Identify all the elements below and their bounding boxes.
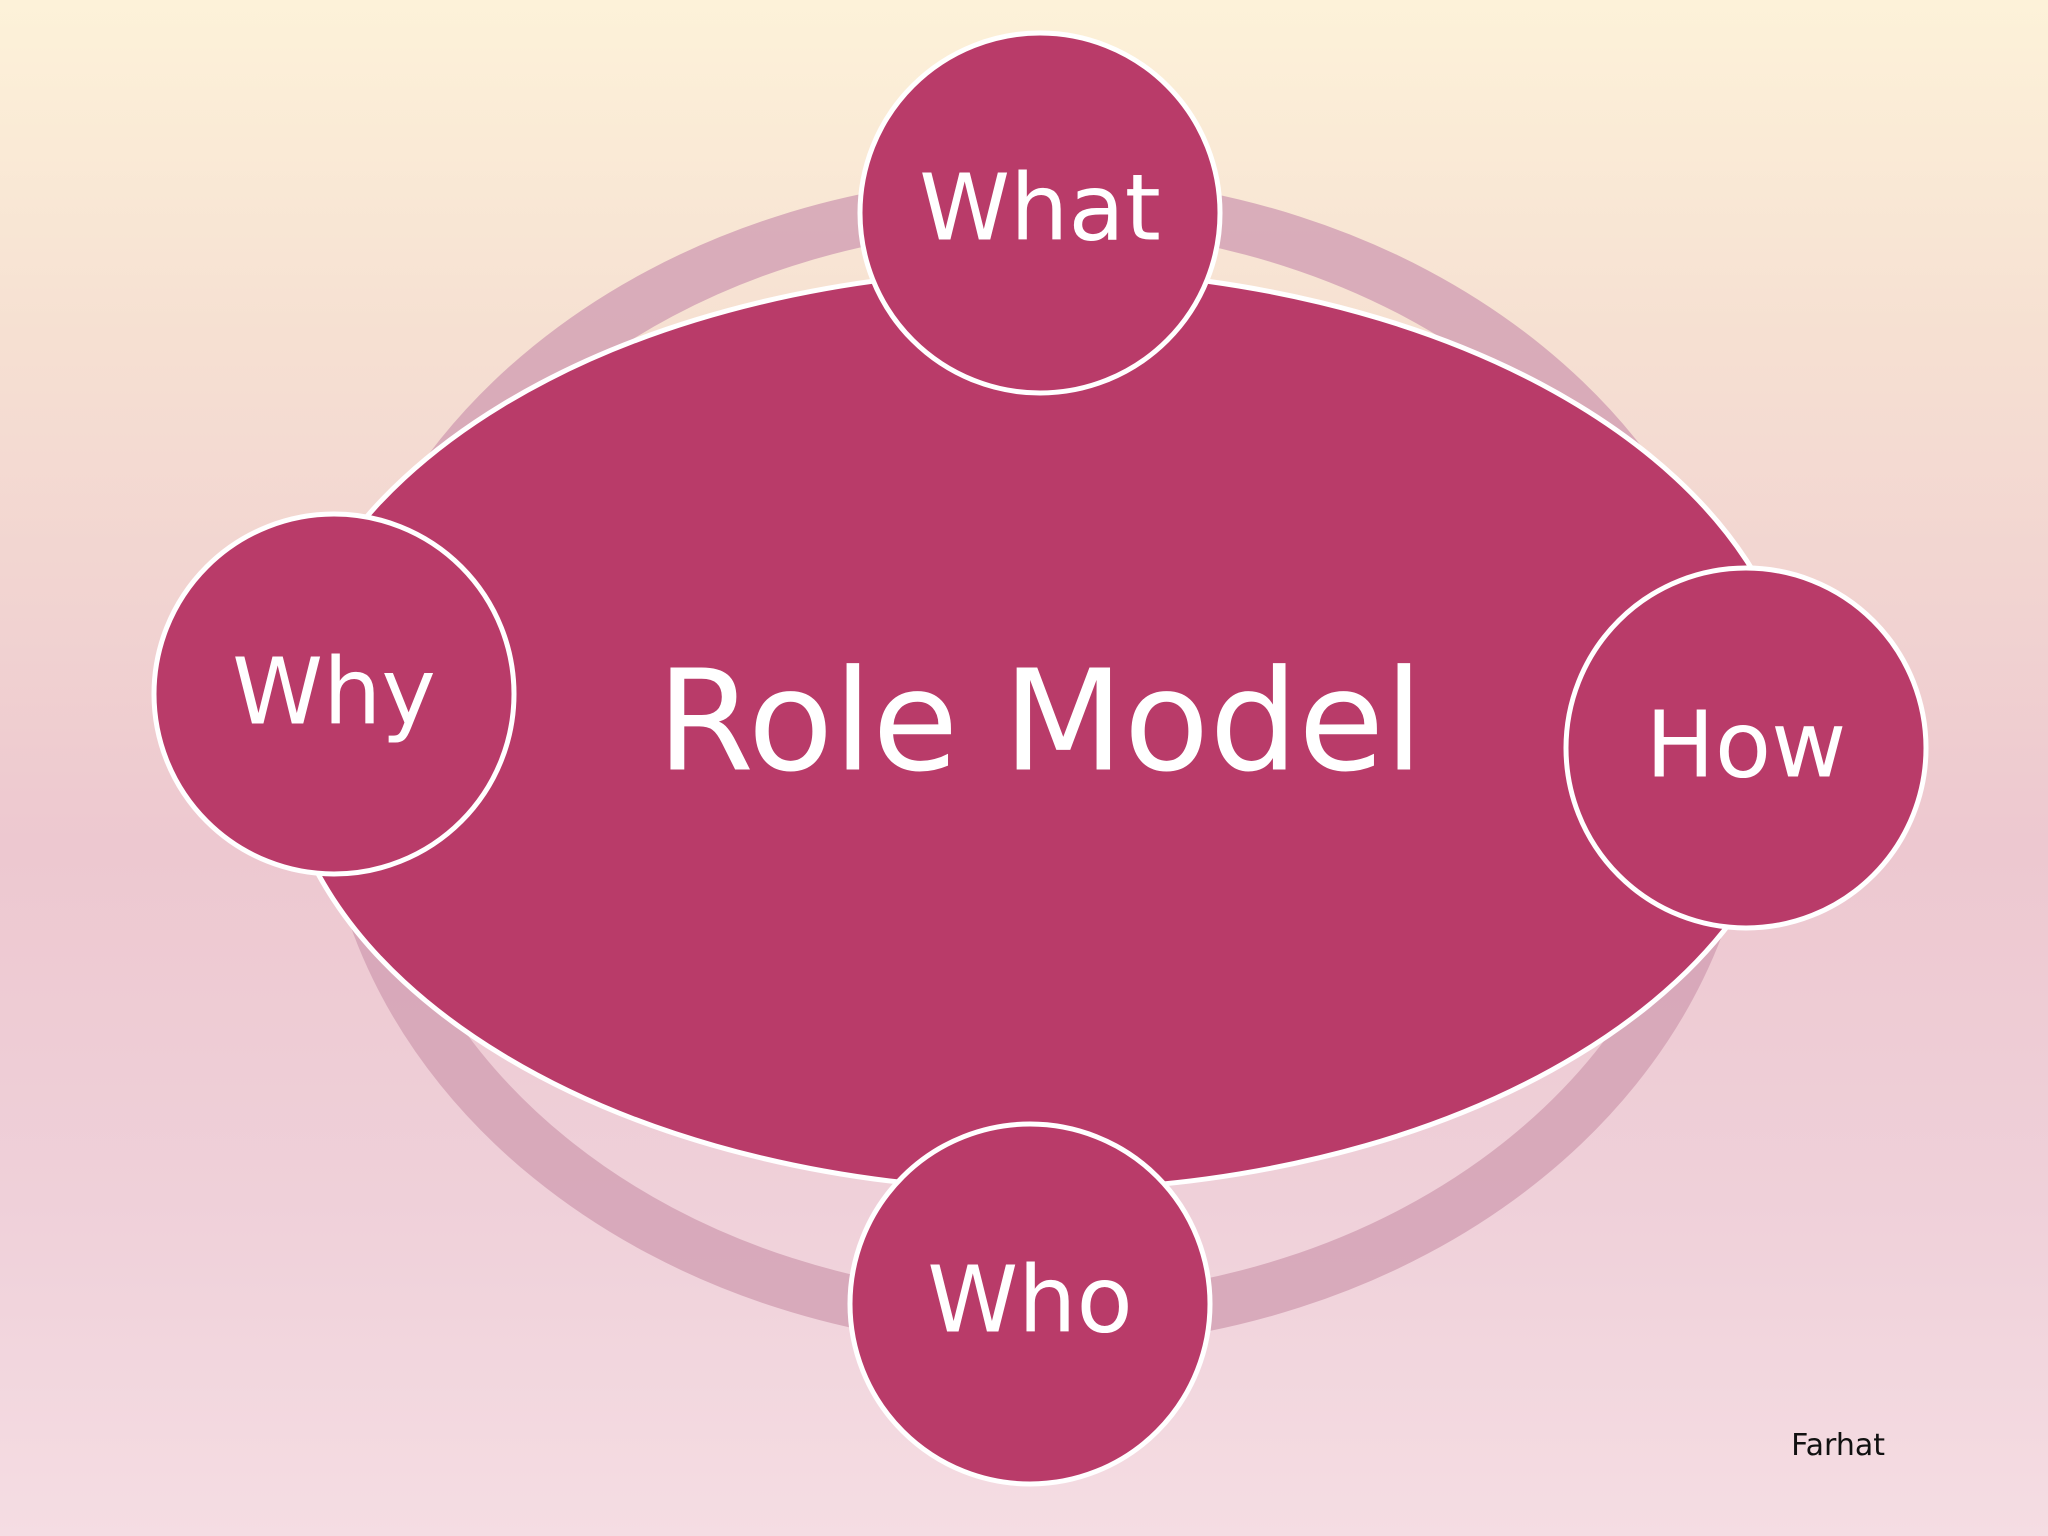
node-why-circle bbox=[151, 511, 517, 877]
node-what-circle bbox=[857, 30, 1223, 396]
node-who-label: Who bbox=[927, 1247, 1133, 1354]
node-what: What bbox=[857, 30, 1223, 396]
node-why: Why bbox=[151, 511, 517, 877]
node-how-circle bbox=[1563, 565, 1929, 931]
center-label: Role Model bbox=[657, 641, 1424, 804]
author-credit: Farhat bbox=[1791, 1428, 1885, 1463]
node-who: Who bbox=[847, 1121, 1213, 1487]
node-how-label: How bbox=[1646, 692, 1847, 799]
node-why-label: Why bbox=[232, 639, 436, 746]
node-who-circle bbox=[847, 1121, 1213, 1487]
node-how: How bbox=[1563, 565, 1929, 931]
node-what-label: What bbox=[919, 155, 1161, 262]
